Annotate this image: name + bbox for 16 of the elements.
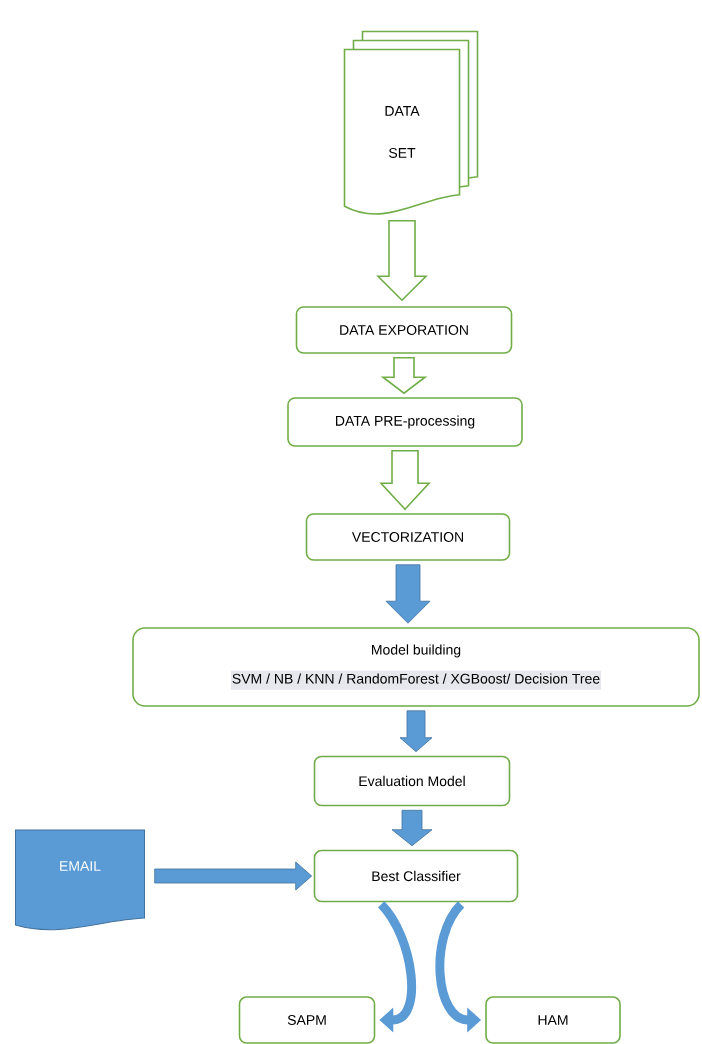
- block-arrow: [385, 564, 431, 624]
- process-box: Evaluation Model: [313, 755, 511, 807]
- process-box: Model building SVM / NB / KNN / RandomForest / XGBoost/ Decision Tree: [132, 627, 700, 707]
- block-arrow: [399, 710, 433, 753]
- block-arrow: [391, 809, 433, 847]
- block-arrow: [154, 861, 313, 891]
- process-box: VECTORIZATION: [305, 513, 511, 561]
- process-box: DATA PRE-processing: [287, 397, 523, 447]
- process-box: SAPM: [238, 996, 376, 1044]
- process-box: DATA EXPORATION: [295, 306, 513, 354]
- process-box: HAM: [485, 996, 621, 1044]
- block-arrow: [376, 219, 428, 302]
- block-arrow: [380, 357, 428, 395]
- block-arrow: [379, 450, 431, 511]
- curved-arrow: [377, 901, 417, 1033]
- process-box: Best Classifier: [313, 849, 519, 903]
